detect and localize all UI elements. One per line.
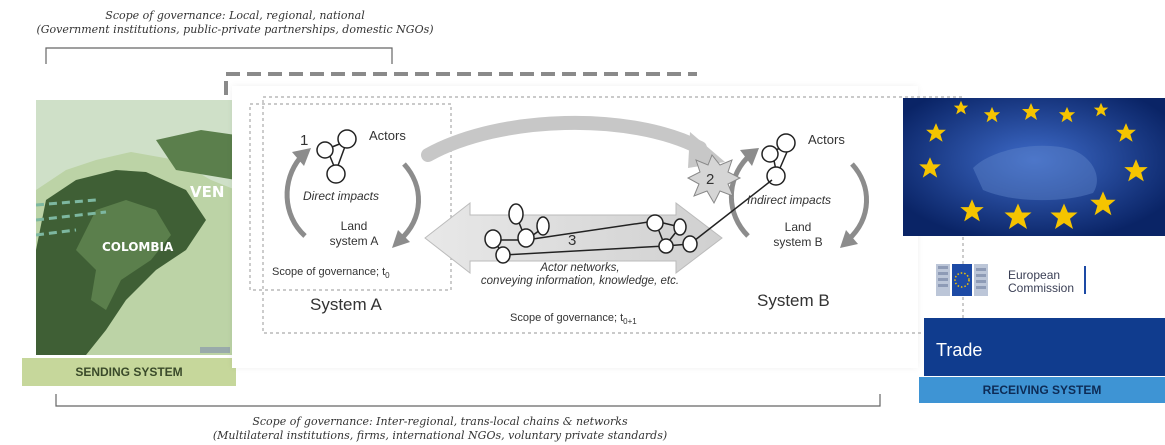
outer-scope-sub: 0+1 bbox=[623, 317, 637, 327]
sending-connector-arrow bbox=[200, 347, 230, 353]
outer-scope-text: Scope of governance; t bbox=[510, 312, 624, 324]
eu-flag-image bbox=[903, 98, 1165, 236]
system-b-actors-label: Actors bbox=[808, 132, 845, 147]
network-caption-line1: Actor networks, bbox=[540, 262, 620, 274]
system-a-scope-sub: 0 bbox=[385, 271, 390, 281]
actors-a-nodes bbox=[316, 129, 357, 184]
indirect-impact-burst bbox=[686, 154, 742, 205]
network-caption-line2: conveying information, knowledge, etc. bbox=[480, 275, 680, 287]
system-a-impacts-label: Direct impacts bbox=[303, 189, 380, 203]
trade-banner: Trade bbox=[924, 318, 1165, 376]
system-a-title: System A bbox=[310, 295, 382, 314]
ec-logo-icon bbox=[936, 264, 988, 296]
system-a-land-line1: Land bbox=[340, 219, 368, 233]
trade-label: Trade bbox=[936, 340, 983, 360]
system-b-number: 2 bbox=[706, 171, 715, 188]
network-caption: Actor networks, conveying information, k… bbox=[440, 262, 720, 288]
ec-name-line2: Commission bbox=[1008, 281, 1075, 295]
eu-flag-graphic bbox=[903, 98, 1165, 236]
bottom-scope-bracket bbox=[55, 394, 881, 407]
ec-name-line1: European bbox=[1008, 268, 1061, 282]
actor-network-nodes bbox=[484, 179, 773, 264]
bottom-scope-caption: Scope of governance: Inter-regional, tra… bbox=[130, 415, 750, 443]
map-label-colombia: COLOMBIA bbox=[102, 240, 174, 254]
map-label-ven: VEN bbox=[190, 183, 225, 201]
bottom-scope-line2: (Multilateral institutions, firms, inter… bbox=[212, 429, 668, 442]
system-a-scope-text: Scope of governance; t bbox=[272, 266, 386, 278]
sending-system-label: SENDING SYSTEM bbox=[22, 358, 236, 386]
system-b-impacts-label: Indirect impacts bbox=[747, 193, 832, 207]
top-scope-line1: Scope of governance: Local, regional, na… bbox=[105, 9, 365, 22]
top-scope-caption: Scope of governance: Local, regional, na… bbox=[0, 9, 470, 37]
top-scope-line2: (Government institutions, public-private… bbox=[36, 23, 434, 36]
system-b-land-line1: Land bbox=[784, 220, 812, 234]
actors-b-nodes bbox=[761, 133, 796, 186]
system-b-title: System B bbox=[757, 291, 830, 310]
system-b-land-line2: system B bbox=[773, 235, 823, 249]
ec-divider bbox=[1084, 266, 1086, 294]
system-a-land-label: Land system A bbox=[318, 219, 390, 249]
outer-scope-label: Scope of governance; t0+1 bbox=[510, 312, 637, 326]
system-a-number: 1 bbox=[300, 132, 309, 149]
european-commission-logo: European Commission bbox=[934, 262, 1104, 298]
network-number: 3 bbox=[568, 232, 577, 249]
system-a-land-line2: system A bbox=[329, 234, 379, 248]
system-a-actors-label: Actors bbox=[369, 128, 406, 143]
ec-name: European Commission bbox=[1008, 269, 1074, 295]
receiving-system-label: RECEIVING SYSTEM bbox=[919, 377, 1165, 403]
sending-system-map: VEN COLOMBIA bbox=[36, 100, 236, 355]
system-b-land-label: Land system B bbox=[762, 220, 834, 250]
bottom-scope-line1: Scope of governance: Inter-regional, tra… bbox=[252, 415, 628, 428]
system-a-scope-label: Scope of governance; t0 bbox=[272, 266, 390, 280]
colombia-map-graphic bbox=[36, 100, 236, 355]
top-scope-bracket bbox=[45, 47, 393, 64]
